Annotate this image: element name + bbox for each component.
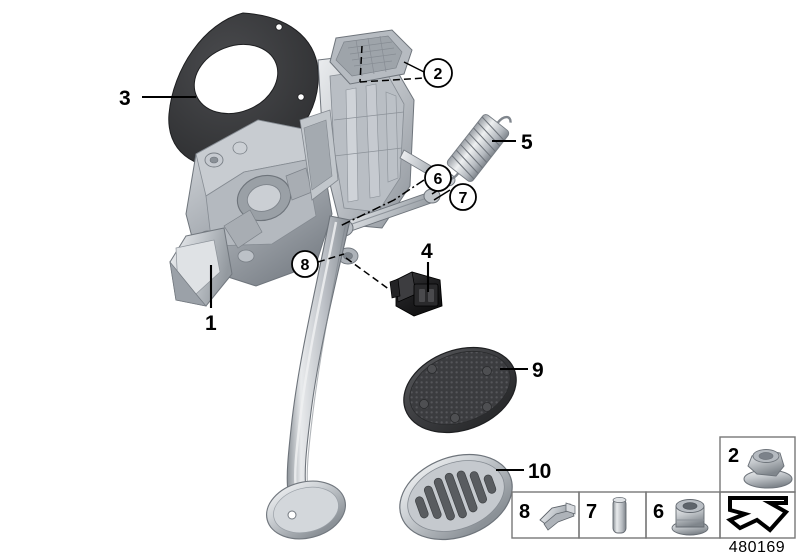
pivot-pin-icon: [612, 497, 627, 534]
callout-2-label: 2: [434, 66, 443, 83]
part-pedal-bracket-assembly: [169, 29, 456, 307]
part-rubber-pedal-pad: [403, 346, 517, 434]
callout-9: 9: [532, 359, 544, 382]
callout-8-label: 8: [301, 257, 310, 274]
callout-5: 5: [521, 131, 533, 154]
part-pedal-arm: [266, 215, 351, 540]
part-ribbed-metal-pedal-pad: [399, 453, 513, 541]
callout-6-circle: [424, 164, 452, 192]
callout-7-label: 7: [459, 190, 468, 207]
callout-9-label: 9: [532, 359, 544, 382]
diagram-id: 480169: [729, 539, 785, 556]
legend-pin-label: 7: [586, 501, 597, 523]
callout-10: 10: [528, 460, 551, 483]
callout-1: 1: [205, 312, 217, 335]
callout-5-label: 5: [521, 131, 533, 154]
callout-8: 8: [291, 250, 319, 278]
legend-bushing-label: 6: [653, 501, 664, 523]
callout-4: 4: [421, 240, 433, 263]
callout-1-label: 1: [205, 312, 217, 335]
legend-clip-label: 8: [519, 501, 530, 523]
callout-8-circle: [291, 250, 319, 278]
callout-7-circle: [449, 183, 477, 211]
part-brake-light-switch: [389, 271, 443, 317]
legend-flange-nut-label: 2: [728, 445, 739, 467]
callout-6: 6: [424, 164, 452, 192]
retaining-clip-icon: [539, 502, 576, 531]
callout-10-label: 10: [528, 460, 551, 483]
callout-2-circle: [423, 58, 453, 88]
part-return-coil-spring: [444, 114, 512, 182]
callout-2: 2: [423, 58, 453, 88]
legend-cell-flange-nut: 2: [719, 436, 796, 493]
orientation-arrow-icon: [726, 496, 790, 533]
callout-3-label: 3: [119, 87, 131, 110]
callout-7: 7: [449, 183, 477, 211]
bushing-icon: [671, 499, 709, 536]
flange-nut-icon: [743, 449, 793, 489]
legend-row: 8 7 6: [511, 491, 796, 539]
callout-6-label: 6: [434, 171, 443, 188]
callout-4-label: 4: [421, 240, 433, 263]
callout-3: 3: [119, 87, 131, 110]
